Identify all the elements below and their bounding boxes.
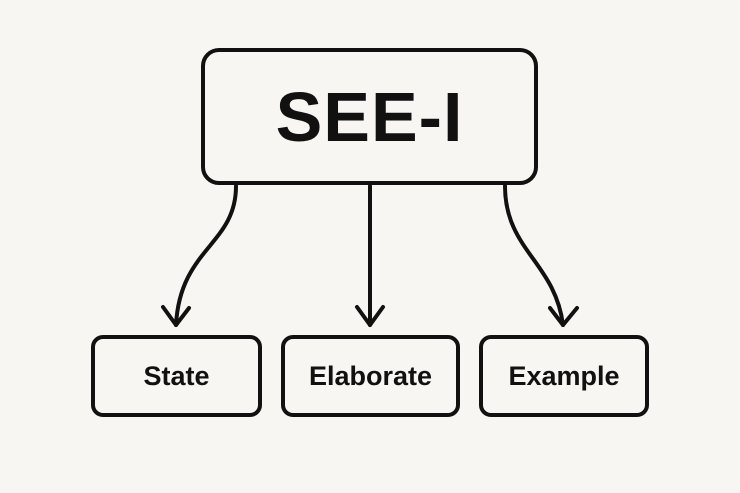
arrowhead-elaborate-icon xyxy=(355,305,385,327)
arrowhead-example-icon xyxy=(548,306,579,327)
child-node-state: State xyxy=(91,335,262,417)
connector-root-to-state xyxy=(174,184,238,327)
child-node-label-elaborate: Elaborate xyxy=(308,360,433,391)
child-node-label-state: State xyxy=(143,360,210,391)
child-node-label-example: Example xyxy=(508,360,620,391)
child-node-elaborate: Elaborate xyxy=(281,335,460,417)
connector-root-to-example xyxy=(503,184,565,327)
child-node-example: Example xyxy=(479,335,649,417)
root-node: SEE-I xyxy=(201,48,538,185)
root-node-label: SEE-I xyxy=(275,77,464,156)
arrowhead-state-icon xyxy=(161,305,191,327)
